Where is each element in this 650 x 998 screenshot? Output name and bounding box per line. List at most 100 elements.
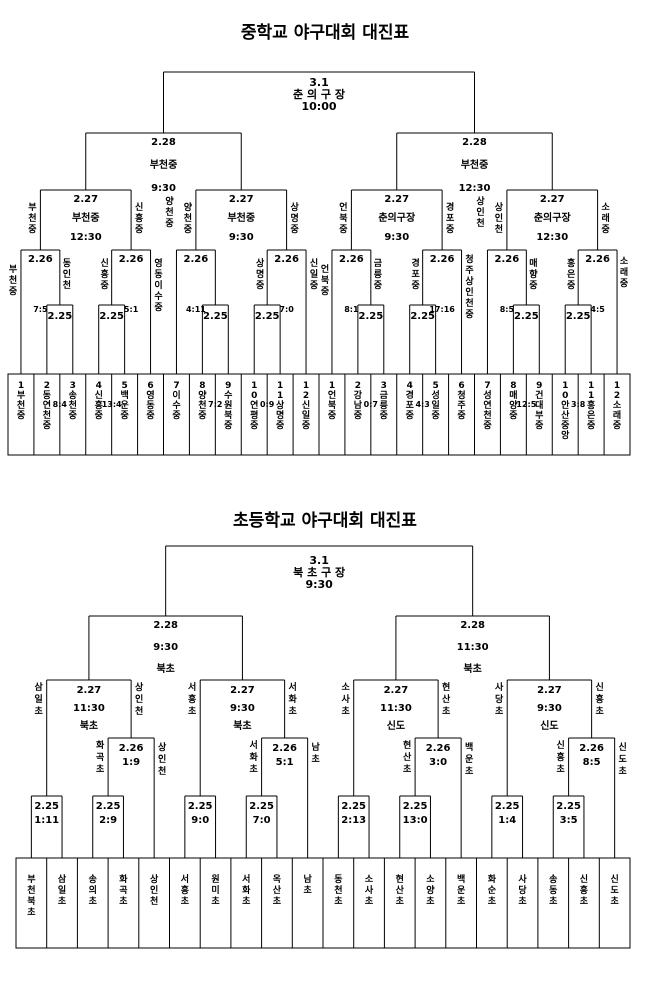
match-q2b-line0: 2.26 [274, 254, 299, 265]
match-s4-line1: 춘의구장 [534, 211, 572, 224]
match-m4a-line0: 2.25 [514, 311, 539, 322]
match-q2a-line0: 2.26 [184, 254, 209, 265]
match-q2a-line2: 4:11 [186, 305, 206, 314]
match-q1b-line0: 2.26 [119, 254, 144, 265]
match-q4b-line2: 4:5 [590, 305, 605, 314]
match-m2b-line2: 0:9 [260, 400, 275, 409]
match-m2b-line0: 2.25 [255, 311, 280, 322]
final-line2: 10:00 [301, 100, 336, 113]
match-s4-line0: 2.27 [540, 194, 565, 205]
match-m4b-line0: 2.25 [566, 311, 591, 322]
match-s4-line1: 9:30 [537, 703, 562, 714]
match-e6-line1: 13:0 [403, 815, 428, 826]
match-q1a-line2: 7:5 [33, 305, 48, 314]
elementary-title: 초등학교 야구대회 대진표 [233, 511, 417, 531]
match-s3-line2: 신도 [387, 719, 405, 732]
match-h2-line0: 2.28 [462, 137, 487, 148]
match-m3a-line2: 0:7 [364, 400, 378, 409]
match-q4a-line2: 8:5 [500, 305, 515, 314]
match-m2a-line0: 2.25 [203, 311, 228, 322]
final-line2: 9:30 [305, 578, 333, 591]
match-h1-line0: 2.28 [151, 137, 176, 148]
match-s4-line2: 12:30 [536, 232, 568, 243]
match-s1-line0: 2.27 [73, 194, 98, 205]
match-q3b-line0: 2.26 [430, 254, 455, 265]
match-s2-line0: 2.27 [229, 194, 254, 205]
match-q2-line1: 5:1 [276, 757, 294, 768]
match-h1-line2: 9:30 [151, 183, 176, 194]
match-s2-line2: 북초 [233, 719, 251, 732]
match-m4a-line2: 12:5 [516, 400, 536, 409]
match-m3b-line2: 4:3 [415, 400, 429, 409]
final-line1: 춘 의 구 장 [293, 87, 345, 101]
match-s3-line2: 9:30 [384, 232, 409, 243]
match-s3-line0: 2.27 [384, 194, 409, 205]
match-m1a-line0: 2.25 [47, 311, 72, 322]
match-s4-line2: 신도 [540, 719, 558, 732]
match-q4-line1: 8:5 [583, 757, 601, 768]
match-h1-line2: 북초 [156, 662, 174, 675]
match-e8-line1: 3:5 [560, 815, 578, 826]
match-q1-line0: 2.26 [119, 743, 144, 754]
match-e1-line1: 1:11 [34, 815, 59, 826]
match-q1a-line0: 2.26 [28, 254, 53, 265]
match-e1-line0: 2.25 [34, 801, 59, 812]
match-h2-line0: 2.28 [460, 620, 485, 631]
match-q4-line0: 2.26 [579, 743, 604, 754]
match-h1-line0: 2.28 [153, 620, 178, 631]
match-e2-line1: 2:9 [99, 815, 117, 826]
match-s2-line2: 9:30 [229, 232, 254, 243]
match-s1-line2: 12:30 [70, 232, 102, 243]
match-m1b-line0: 2.25 [99, 311, 124, 322]
match-e4-line0: 2.25 [249, 801, 274, 812]
match-s2-line1: 부천중 [227, 211, 255, 224]
match-e5-line1: 2:13 [341, 815, 366, 826]
match-h2-line2: 북초 [463, 662, 481, 675]
match-q2b-line2: 7:0 [279, 305, 294, 314]
match-h2-line1: 11:30 [457, 642, 489, 653]
match-m1b-line2: 13:4 [102, 400, 122, 409]
match-e8-line0: 2.25 [556, 801, 581, 812]
match-h1-line1: 부천중 [150, 158, 178, 171]
middle-title: 중학교 야구대회 대진표 [241, 23, 410, 43]
